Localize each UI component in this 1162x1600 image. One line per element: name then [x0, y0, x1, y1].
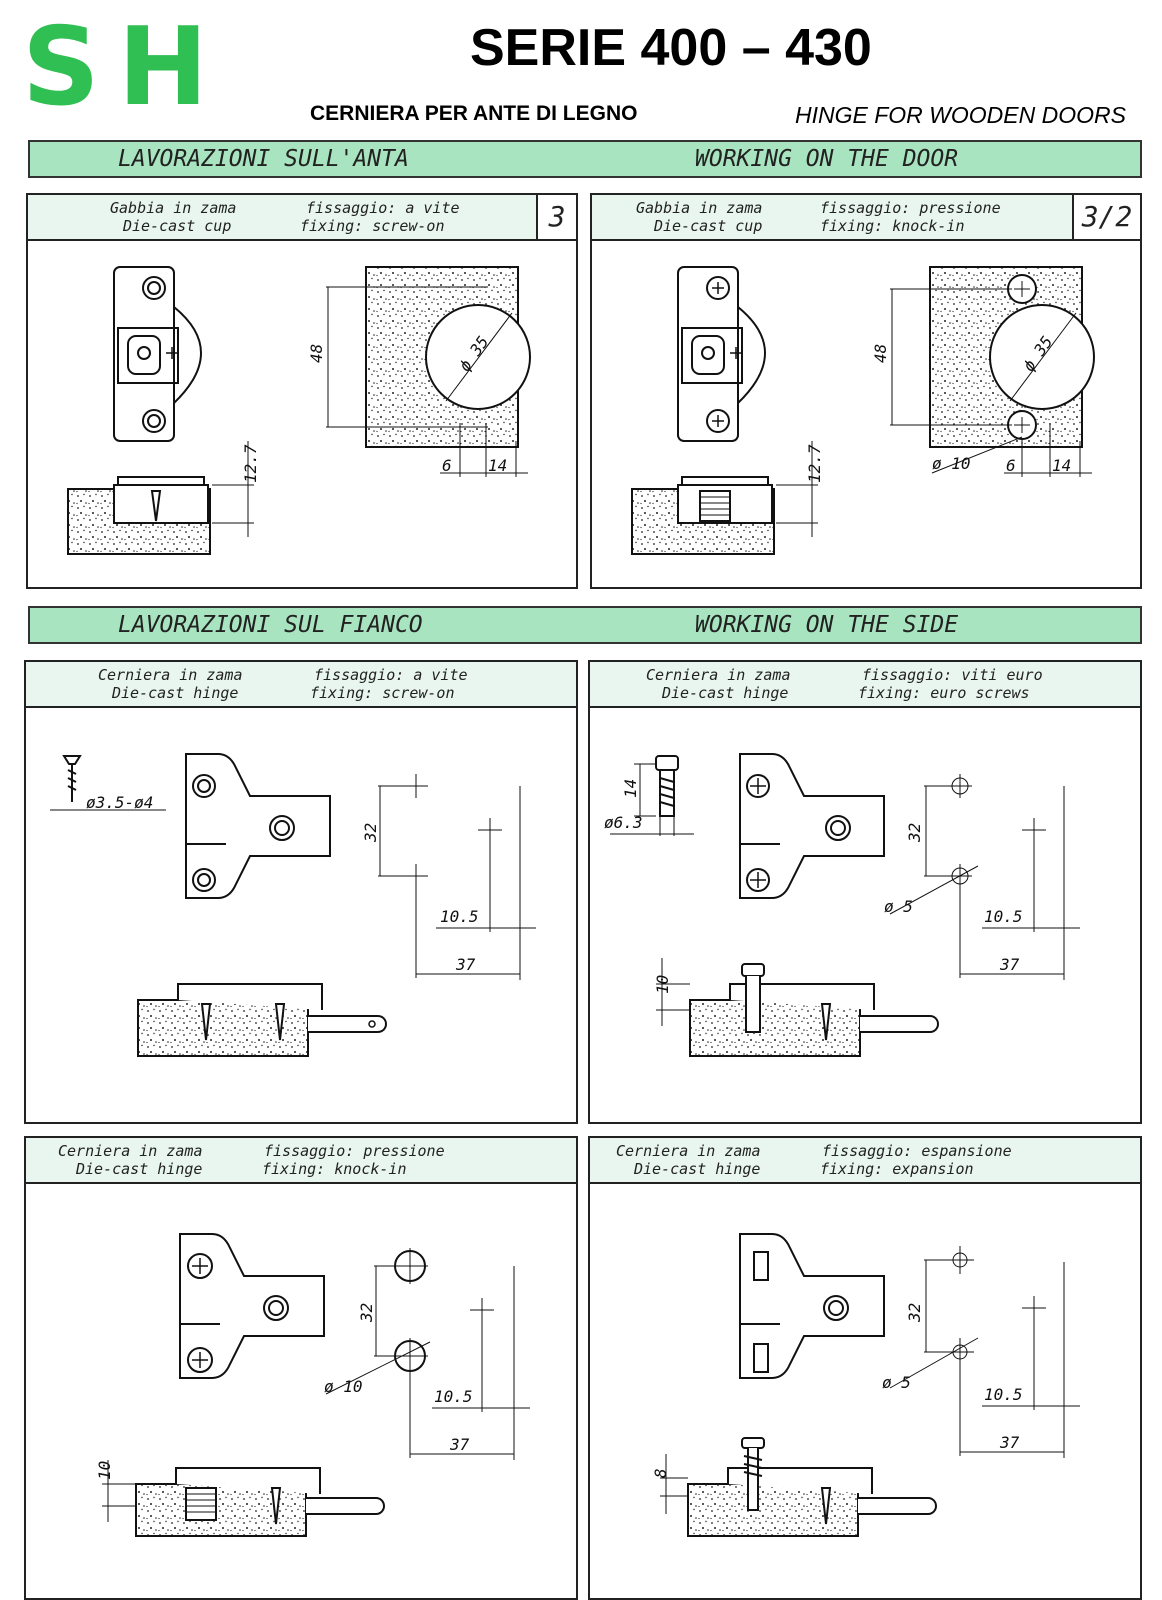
dimension-37: 37	[455, 955, 476, 974]
hinge-drawing: 32 ø 10 10.5 37 10	[95, 1233, 530, 1537]
cup-drawing: 48 ϕ 35 ø 10 6 14 12.7	[631, 266, 1095, 555]
dimension-37: 37	[449, 1435, 470, 1454]
header-text: fissaggio: a vite	[306, 199, 460, 217]
dimension-10: 10	[95, 1461, 114, 1480]
hinge-drawing: ø3.5-ø4 32 10.5 37	[50, 753, 536, 1057]
dimension-dia-5: ø 5	[884, 897, 913, 916]
band-side-english: WORKING ON THE SIDE	[695, 612, 959, 638]
panel-number: 3	[536, 195, 576, 239]
dimension-12-7: 12.7	[241, 444, 260, 483]
header-text: fissaggio: pressione	[820, 199, 1001, 217]
dimension-48: 48	[307, 344, 326, 363]
header-text: Gabbia in zama	[110, 199, 237, 217]
brand-logo: SH	[22, 5, 227, 130]
dimension-6-3: ø6.3	[604, 813, 643, 832]
header-text: fissaggio: viti euro	[862, 666, 1043, 684]
panel-header: Cerniera in zama fissaggio: espansione D…	[590, 1138, 1140, 1184]
header-text: fixing: screw-on	[310, 684, 455, 702]
panel-hinge-euro-screws: Cerniera in zama fissaggio: viti euro Di…	[588, 660, 1142, 1124]
band-side-italian: LAVORAZIONI SUL FIANCO	[118, 612, 423, 638]
header-text: Cerniera in zama	[616, 1142, 761, 1160]
dimension-32: 32	[905, 1303, 924, 1323]
panel-hinge-knock-in: Cerniera in zama fissaggio: pressione Di…	[24, 1136, 578, 1600]
dimension-32: 32	[357, 1303, 376, 1323]
header-text: fixing: euro screws	[858, 684, 1030, 702]
dimension-32: 32	[361, 823, 380, 843]
section-band-door: LAVORAZIONI SULL'ANTA WORKING ON THE DOO…	[28, 140, 1142, 178]
panel-number: 3/2	[1072, 195, 1140, 239]
header-text: Cerniera in zama	[98, 666, 243, 684]
header-text: Die-cast cup	[654, 217, 763, 235]
dimension-10-5: 10.5	[440, 907, 479, 926]
dimension-14: 14	[488, 456, 507, 475]
dimension-10-5: 10.5	[434, 1387, 473, 1406]
dimension-37: 37	[999, 1433, 1020, 1452]
dimension-12-7: 12.7	[805, 444, 824, 483]
band-door-english: WORKING ON THE DOOR	[695, 146, 959, 172]
subtitle-italian: CERNIERA PER ANTE DI LEGNO	[310, 102, 638, 125]
dimension-10-5: 10.5	[984, 1385, 1023, 1404]
section-band-side: LAVORAZIONI SUL FIANCO WORKING ON THE SI…	[28, 606, 1142, 644]
dimension-dia-10: ø 10	[932, 454, 971, 473]
header-text: Die-cast hinge	[634, 1160, 761, 1178]
dimension-14: 14	[621, 779, 640, 798]
dimension-14: 14	[1052, 456, 1071, 475]
header-text: fixing: screw-on	[300, 217, 445, 235]
page-title: SERIE 400 – 430	[470, 19, 872, 77]
hinge-drawing: 32 ø 5 10.5 37 8	[651, 1233, 1080, 1537]
header-text: fixing: knock-in	[262, 1160, 407, 1178]
dimension-10: 10	[653, 975, 672, 994]
panel-hinge-expansion: Cerniera in zama fissaggio: espansione D…	[588, 1136, 1142, 1600]
header-text: Die-cast cup	[123, 217, 232, 235]
cup-plate-outline	[113, 266, 175, 442]
header-text: Cerniera in zama	[646, 666, 791, 684]
band-door-italian: LAVORAZIONI SULL'ANTA	[118, 146, 409, 172]
header-text: fissaggio: espansione	[822, 1142, 1012, 1160]
header-text: Die-cast hinge	[112, 684, 239, 702]
header-text: Cerniera in zama	[58, 1142, 203, 1160]
panel-cup-knock-in: Gabbia in zama fissaggio: pressione Die-…	[590, 193, 1142, 589]
subtitle-english: HINGE FOR WOODEN DOORS	[795, 102, 1126, 128]
dimension-dia-5: ø 5	[882, 1373, 911, 1392]
dimension-48: 48	[871, 344, 890, 363]
panel-cup-screw-on: Gabbia in zama fissaggio: a vite Die-cas…	[26, 193, 578, 589]
header-text: Die-cast hinge	[662, 684, 789, 702]
header-text: fixing: knock-in	[820, 217, 965, 235]
panel-hinge-screw-on: Cerniera in zama fissaggio: a vite Die-c…	[24, 660, 578, 1124]
dimension-dia-10: ø 10	[324, 1377, 363, 1396]
dimension-37: 37	[999, 955, 1020, 974]
panel-header: Cerniera in zama fissaggio: a vite Die-c…	[26, 662, 576, 708]
hinge-drawing: 14 ø6.3 32 ø 5 10.5 37 10	[604, 753, 1080, 1057]
header-text: fissaggio: pressione	[264, 1142, 445, 1160]
header-text: Die-cast hinge	[76, 1160, 203, 1178]
dimension-10-5: 10.5	[984, 907, 1023, 926]
cup-drawing: 48 ϕ 35 6 14 12.7	[67, 266, 531, 555]
panel-header: Cerniera in zama fissaggio: viti euro Di…	[590, 662, 1140, 708]
dimension-6: 6	[1006, 456, 1016, 475]
header-text: Gabbia in zama	[636, 199, 763, 217]
dimension-6: 6	[442, 456, 452, 475]
dimension-screw: ø3.5-ø4	[86, 793, 153, 812]
panel-header: Cerniera in zama fissaggio: pressione Di…	[26, 1138, 576, 1184]
panel-header: Gabbia in zama fissaggio: pressione Die-…	[592, 195, 1140, 241]
header-text: fixing: expansion	[820, 1160, 974, 1178]
header-text: fissaggio: a vite	[314, 666, 468, 684]
dimension-8: 8	[651, 1468, 670, 1478]
panel-header: Gabbia in zama fissaggio: a vite Die-cas…	[28, 195, 576, 241]
dimension-32: 32	[905, 823, 924, 843]
